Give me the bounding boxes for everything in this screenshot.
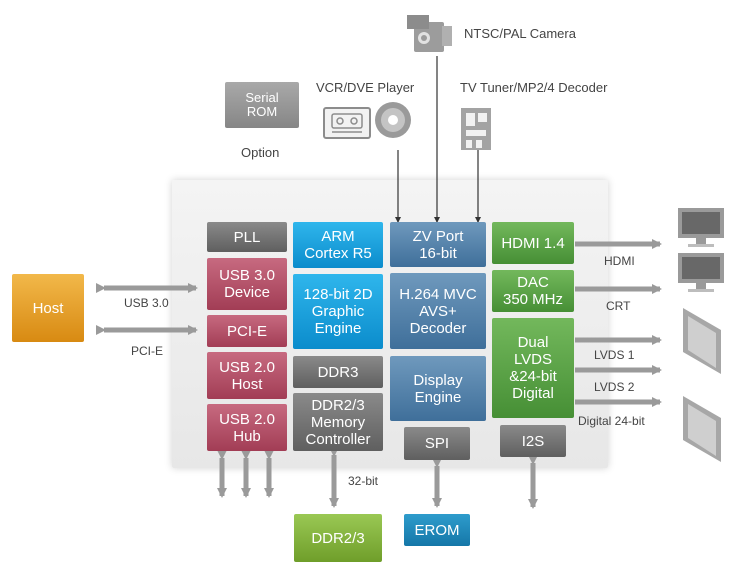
cassette-icon	[323, 107, 371, 139]
pcie-link-label: PCI-E	[131, 344, 164, 358]
pll-block: PLL	[207, 222, 287, 252]
option-label: Option	[241, 145, 280, 160]
zv-port-block: ZV Port 16-bit	[390, 222, 486, 267]
host-block: Host	[12, 274, 84, 342]
dac-block: DAC 350 MHz	[492, 270, 574, 312]
hdmi-link-label: HDMI	[604, 254, 635, 268]
lvds-panel-icon-2	[683, 396, 721, 462]
usb20-hub-block: USB 2.0 Hub	[207, 404, 287, 451]
lvds1-link-label: LVDS 1	[594, 348, 635, 362]
camera-icon	[407, 15, 452, 52]
ddr-external-block: DDR2/3	[294, 514, 382, 562]
serial-rom-block: Serial ROM	[225, 82, 299, 128]
usb20-host-block: USB 2.0 Host	[207, 352, 287, 399]
lvds-panel-icon-1	[683, 308, 721, 374]
ddr3-block: DDR3	[293, 356, 383, 388]
disc-icon	[375, 102, 411, 138]
vcr-label: VCR/DVE Player	[316, 80, 415, 95]
digital24-link-label: Digital 24-bit	[578, 414, 645, 428]
tuner-card-icon	[461, 108, 491, 150]
bus32-label: 32-bit	[348, 474, 379, 488]
i2s-block: I2S	[500, 425, 566, 457]
arm-cortex-block: ARM Cortex R5	[293, 222, 383, 268]
lvds-digital-block: Dual LVDS &24-bit Digital	[492, 318, 574, 418]
graphic-engine-block: 128-bit 2D Graphic Engine	[293, 274, 383, 349]
usb30-link-label: USB 3.0	[124, 296, 169, 310]
memory-controller-block: DDR2/3 Memory Controller	[293, 393, 383, 451]
tuner-label: TV Tuner/MP2/4 Decoder	[460, 80, 608, 95]
pcie-block: PCI-E	[207, 315, 287, 347]
camera-label: NTSC/PAL Camera	[464, 26, 576, 41]
crt-monitor-icon	[678, 253, 724, 292]
spi-block: SPI	[404, 427, 470, 460]
hdmi-block: HDMI 1.4	[492, 222, 574, 264]
lvds2-link-label: LVDS 2	[594, 380, 635, 394]
hdmi-monitor-icon	[678, 208, 724, 247]
crt-link-label: CRT	[606, 299, 631, 313]
display-engine-block: Display Engine	[390, 356, 486, 421]
erom-block: EROM	[404, 514, 470, 546]
h264-decoder-block: H.264 MVC AVS+ Decoder	[390, 273, 486, 349]
usb30-device-block: USB 3.0 Device	[207, 258, 287, 310]
